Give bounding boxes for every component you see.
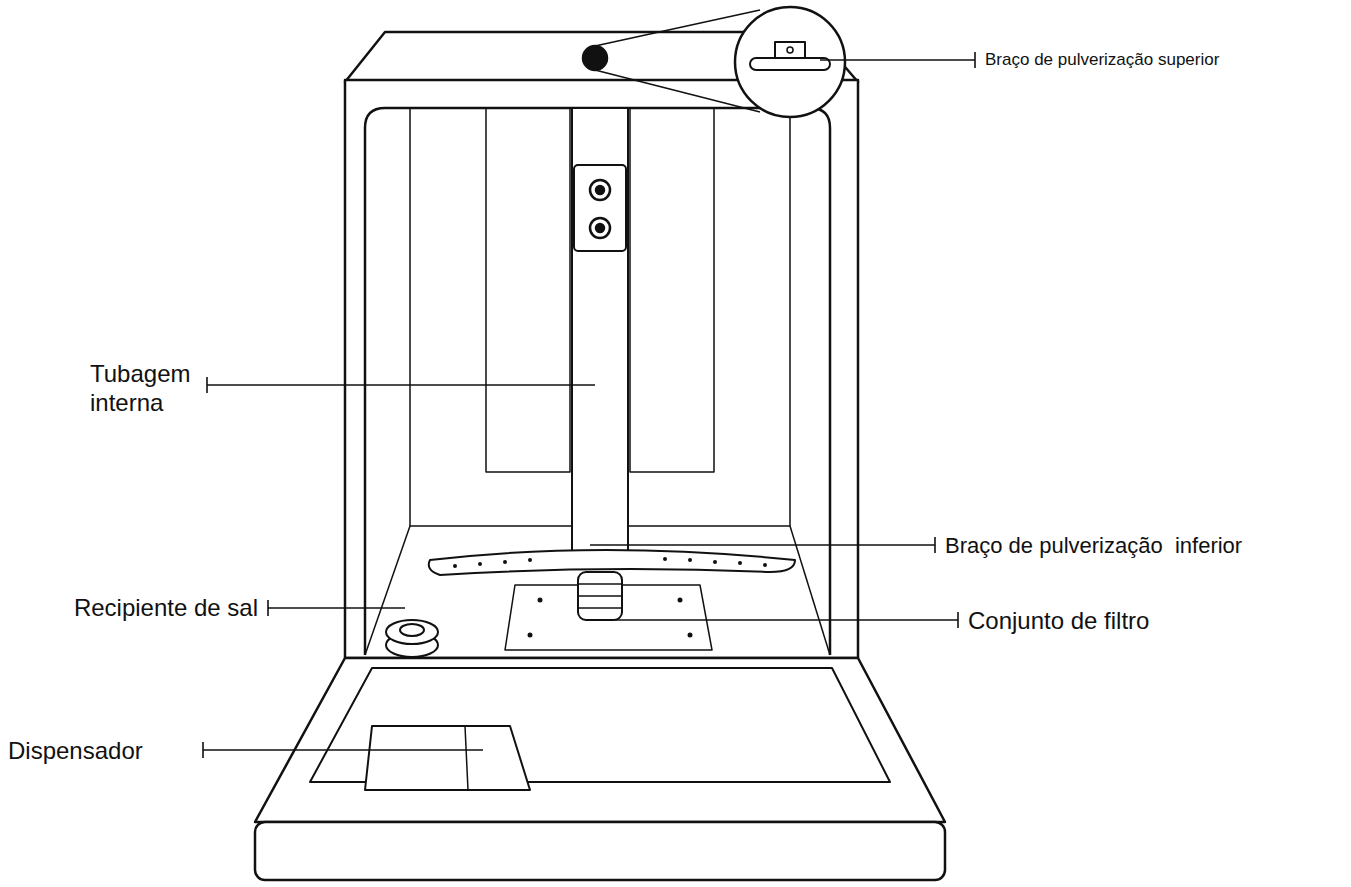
part-label: Recipiente de sal bbox=[43, 586, 258, 630]
part-label: Braço de pulverização superior bbox=[985, 50, 1219, 70]
part-label: Conjunto de filtro bbox=[968, 606, 1149, 635]
part-label: Braço de pulverização inferior bbox=[945, 533, 1242, 559]
part-label: Tubagem interna bbox=[90, 359, 200, 417]
part-label: Dispensador bbox=[8, 736, 143, 765]
